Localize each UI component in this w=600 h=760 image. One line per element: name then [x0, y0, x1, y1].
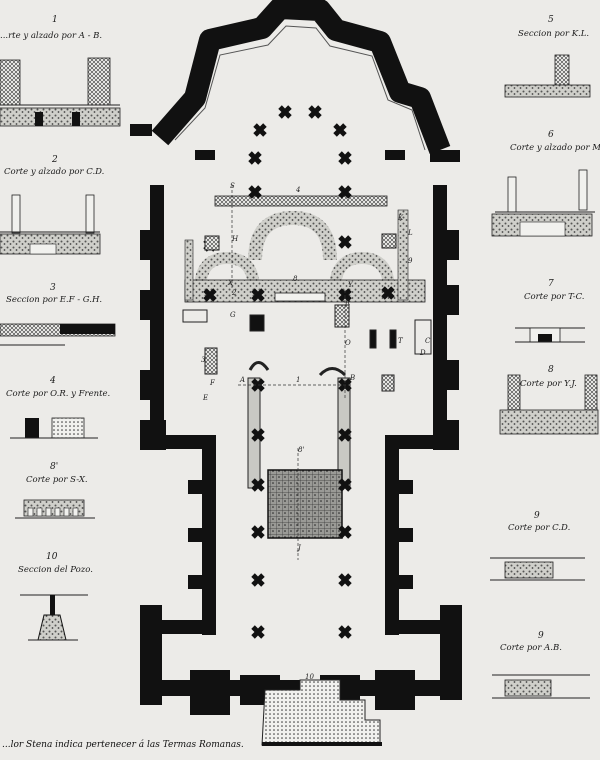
plan-label-k: K [398, 214, 404, 222]
outer-walls [140, 185, 462, 715]
pier-cross [251, 478, 265, 492]
plan-label-a: A [240, 376, 246, 384]
apse-buttresses [130, 124, 460, 162]
section-8-caption: Corte por Y.J. [520, 379, 577, 389]
plan-label-8b: 8' [298, 446, 305, 454]
pier-cross [308, 105, 322, 119]
pier-cross [251, 525, 265, 539]
pier-cross [338, 525, 352, 539]
roman-arches [194, 210, 395, 291]
plan-label-3: 3 [201, 356, 206, 364]
entrance-step [262, 742, 382, 746]
pier-cross [278, 105, 292, 119]
plan-label-s: S [230, 182, 235, 190]
pier-cross [381, 286, 395, 300]
plan-label-9: 9 [408, 257, 413, 265]
pier-cross [248, 151, 262, 165]
section-3-number: 3 [50, 283, 56, 293]
section-9a-number: 9 [534, 511, 540, 521]
roman-step [274, 292, 326, 302]
fragments [182, 233, 432, 392]
section-10-caption: Seccion del Pozo. [18, 565, 93, 575]
section-8b-caption: Corte por S-X. [26, 475, 88, 485]
plan-label-r: R [345, 299, 351, 307]
roman-side-wall [397, 209, 409, 301]
right-section-drawings [490, 54, 599, 699]
plan-label-l: L [408, 229, 413, 237]
section-3-caption: Seccion por E.F - G.H. [6, 295, 103, 305]
plan-label-f: F [210, 379, 215, 387]
section-5-number: 5 [548, 15, 554, 25]
section-9a-caption: Corte por C.D. [508, 523, 571, 533]
plan-label-j: J [298, 544, 301, 552]
pier-cross [248, 185, 262, 199]
section-6-number: 6 [548, 130, 554, 140]
pier-cross [338, 185, 352, 199]
pier-cross [338, 235, 352, 249]
pier-cross [338, 428, 352, 442]
plan-label-10: 10 [305, 673, 314, 681]
pier-cross [338, 151, 352, 165]
section-10-number: 10 [46, 552, 58, 562]
roman-wall-band [214, 195, 388, 207]
section-8-number: 8 [548, 365, 554, 375]
pier-cross [251, 428, 265, 442]
section-1-caption: ...rte y alzado por A - B. [0, 31, 103, 41]
plan-label-d: D [420, 349, 426, 357]
plan-label-y: Y [348, 281, 353, 289]
mosaic-floor [267, 469, 343, 539]
section-cut-lines [231, 185, 348, 560]
plan-label-8: 8 [293, 275, 298, 283]
plan-label-1: 1 [296, 376, 301, 384]
pier-cross [253, 123, 267, 137]
section-4-number: 4 [50, 376, 56, 386]
plan-label-c: C [425, 337, 431, 345]
section-4-caption: Corte por O.R. y Frente. [6, 389, 111, 399]
section-1-number: 1 [52, 15, 58, 25]
section-9b-caption: Corte por A.B. [500, 643, 562, 653]
section-8b-number: 8' [50, 462, 59, 472]
plan-label-2: 2 [232, 289, 237, 297]
pier-cross [338, 573, 352, 587]
plan-label-b: B [350, 374, 356, 382]
pier-cross [203, 288, 217, 302]
plan-label-o: O [345, 339, 351, 347]
piers [203, 105, 397, 639]
footer-note: ...lor Stena indica pertenecer á las Ter… [2, 740, 244, 750]
plan-label-x: X [228, 279, 233, 287]
pier-cross [251, 573, 265, 587]
plan-label-t: T [398, 337, 403, 345]
section-9b-number: 9 [538, 631, 544, 641]
pier-cross [338, 478, 352, 492]
pier-cross [251, 288, 265, 302]
pier-cross [333, 123, 347, 137]
left-section-drawings [0, 57, 121, 641]
section-7-number: 7 [548, 279, 554, 289]
plan-label-4: 4 [296, 186, 301, 194]
section-2-caption: Corte y alzado por C.D. [4, 167, 105, 177]
apse-inner-line [174, 25, 426, 151]
section-6-caption: Corte y alzado por M [510, 143, 600, 153]
pier-cross [338, 625, 352, 639]
section-7-caption: Corte por T-C. [524, 292, 585, 302]
plan-label-e: E [203, 394, 209, 402]
apse-chevet [151, 0, 451, 154]
plan-label-g: G [230, 311, 236, 319]
section-2-number: 2 [52, 155, 58, 165]
section-5-caption: Seccion por K.L. [518, 29, 590, 39]
plan-label-h: H [232, 235, 239, 243]
roman-side-wall-left [184, 239, 194, 301]
pier-cross [251, 625, 265, 639]
